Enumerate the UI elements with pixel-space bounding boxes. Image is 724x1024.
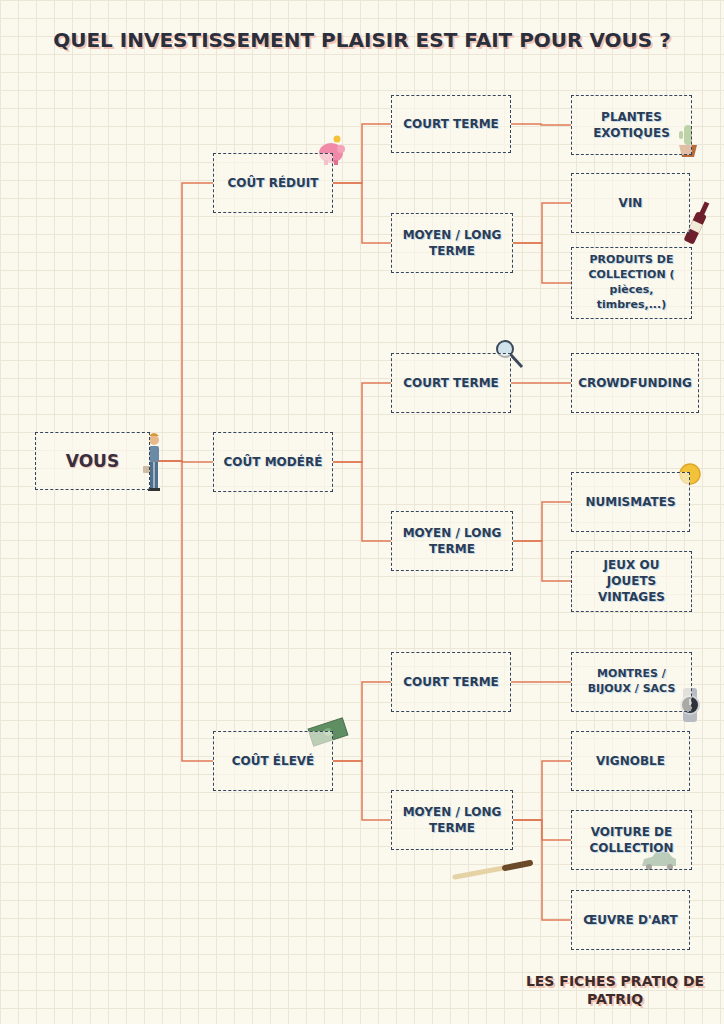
node-label: JEUX OU JOUETS VINTAGES bbox=[577, 557, 686, 606]
node-label: VIN bbox=[619, 195, 643, 211]
connector-line bbox=[150, 183, 213, 461]
connector-line bbox=[333, 462, 391, 541]
choice-box: COURT TERME bbox=[391, 652, 511, 712]
node-label: COURT TERME bbox=[403, 375, 499, 391]
choice-box: VIN bbox=[571, 173, 690, 233]
node-label: COÛT MODÉRÉ bbox=[224, 454, 323, 470]
node-label: COURT TERME bbox=[403, 674, 499, 690]
connector-line bbox=[511, 382, 571, 384]
node-label: ŒUVRE D'ART bbox=[583, 912, 677, 928]
node-label: VOUS bbox=[66, 450, 119, 473]
connector-line bbox=[513, 761, 571, 820]
choice-box: MONTRES / BIJOUX / SACS bbox=[571, 652, 692, 712]
connector-line bbox=[513, 541, 571, 581]
node-label: MOYEN / LONG TERME bbox=[397, 227, 507, 259]
node-label: PRODUITS DE COLLECTION ( pièces, timbres… bbox=[577, 253, 686, 312]
choice-box: PRODUITS DE COLLECTION ( pièces, timbres… bbox=[571, 247, 692, 319]
choice-box: VIGNOBLE bbox=[571, 731, 690, 791]
title: QUEL INVESTISSEMENT PLAISIR EST FAIT POU… bbox=[10, 28, 714, 52]
telescope-icon bbox=[455, 863, 530, 877]
caption: LES FICHES PRATIQ DE PATRIQ bbox=[520, 972, 710, 1008]
connector-line bbox=[513, 820, 571, 920]
choice-box: PLANTES EXOTIQUES bbox=[571, 95, 692, 155]
node-label: COÛT ÉLEVÉ bbox=[232, 753, 315, 769]
node-label: MOYEN / LONG TERME bbox=[397, 525, 507, 557]
node-label: MONTRES / BIJOUX / SACS bbox=[577, 667, 686, 697]
choice-box: COURT TERME bbox=[391, 353, 511, 413]
connector-line bbox=[333, 761, 391, 820]
start-box: VOUS bbox=[35, 432, 150, 490]
choice-box: COURT TERME bbox=[391, 95, 511, 153]
node-label: PLANTES EXOTIQUES bbox=[577, 109, 686, 141]
choice-box: MOYEN / LONG TERME bbox=[391, 213, 513, 273]
node-label: MOYEN / LONG TERME bbox=[397, 804, 507, 836]
choice-box: JEUX OU JOUETS VINTAGES bbox=[571, 551, 692, 612]
choice-box: NUMISMATES bbox=[571, 472, 690, 532]
connector-line bbox=[333, 183, 391, 243]
choice-box: ŒUVRE D'ART bbox=[571, 890, 690, 950]
connector-line bbox=[333, 383, 391, 462]
node-label: COURT TERME bbox=[403, 116, 499, 132]
choice-box: MOYEN / LONG TERME bbox=[391, 511, 513, 571]
choice-box: COÛT MODÉRÉ bbox=[213, 432, 333, 492]
choice-box: MOYEN / LONG TERME bbox=[391, 790, 513, 850]
node-label: VIGNOBLE bbox=[596, 753, 665, 769]
choice-box: COÛT ÉLEVÉ bbox=[213, 731, 333, 791]
connector-line bbox=[511, 124, 571, 125]
node-label: COÛT RÉDUIT bbox=[228, 175, 319, 191]
choice-box: COÛT RÉDUIT bbox=[213, 153, 333, 213]
connector-line bbox=[513, 243, 571, 283]
connector-line bbox=[513, 502, 571, 541]
node-label: CROWDFUNDING bbox=[578, 375, 692, 391]
connector-line bbox=[513, 203, 571, 243]
node-label: VOITURE DE COLLECTION bbox=[577, 824, 686, 856]
choice-box: CROWDFUNDING bbox=[571, 353, 699, 413]
node-label: NUMISMATES bbox=[585, 494, 675, 510]
connector-line bbox=[150, 461, 213, 761]
choice-box: VOITURE DE COLLECTION bbox=[571, 810, 692, 870]
connector-line bbox=[511, 681, 571, 683]
